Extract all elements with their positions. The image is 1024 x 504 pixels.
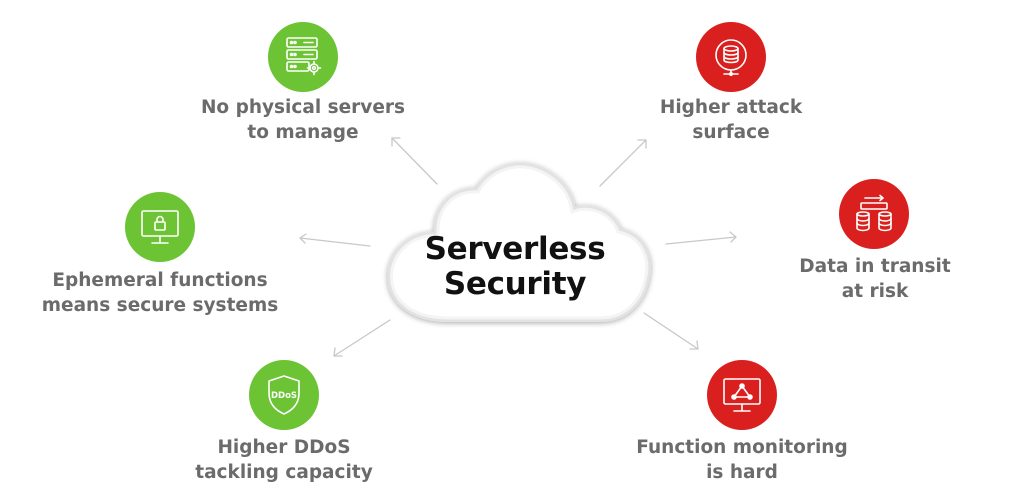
cloud-shape xyxy=(387,162,651,322)
center-title-line1: Serverless xyxy=(424,231,606,267)
monitor-network-icon xyxy=(707,360,777,430)
label-function-monitoring: Function monitoring is hard xyxy=(636,437,848,483)
center-title: Serverless Security xyxy=(395,232,635,302)
ddos-badge-text: DDoS xyxy=(271,391,297,401)
arrow-to-no-physical-servers xyxy=(391,137,438,185)
arrow-to-function-monitoring xyxy=(643,312,699,350)
label-ephemeral-functions: Ephemeral functions means secure systems xyxy=(41,270,279,316)
arrow-to-data-in-transit xyxy=(665,231,737,245)
arrow-to-attack-surface xyxy=(599,139,647,187)
label-attack-surface: Higher attack surface xyxy=(659,97,803,143)
monitor-lock-icon xyxy=(125,192,195,262)
database-target-icon xyxy=(696,22,766,92)
ddos-shield-icon: DDoS xyxy=(249,360,319,430)
center-title-line2: Security xyxy=(443,266,587,302)
data-transfer-icon xyxy=(839,179,909,249)
label-data-in-transit: Data in transit at risk xyxy=(799,256,951,302)
arrow-to-ephemeral-functions xyxy=(299,233,371,247)
server-settings-icon xyxy=(268,22,338,92)
arrow-to-ddos xyxy=(333,319,391,357)
label-no-physical-servers: No physical servers to manage xyxy=(200,97,406,143)
label-ddos-capacity: Higher DDoS tackling capacity xyxy=(195,437,373,483)
